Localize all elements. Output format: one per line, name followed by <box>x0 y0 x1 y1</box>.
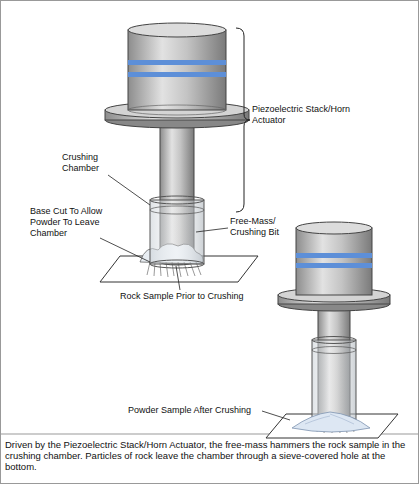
part-label: Base Cut To Allow Powder To Leave Chambe… <box>30 206 108 239</box>
part-label: Piezoelectric Stack/Horn Actuator <box>252 104 362 126</box>
part-label: Rock Sample Prior to Crushing <box>120 291 260 302</box>
part-label: Free-Mass/ Crushing Bit <box>230 216 292 238</box>
part-label: Powder Sample After Crushing <box>128 405 268 416</box>
part-label: Crushing Chamber <box>62 152 112 174</box>
figure-caption: Driven by the Piezoelectric Stack/Horn A… <box>5 439 414 472</box>
